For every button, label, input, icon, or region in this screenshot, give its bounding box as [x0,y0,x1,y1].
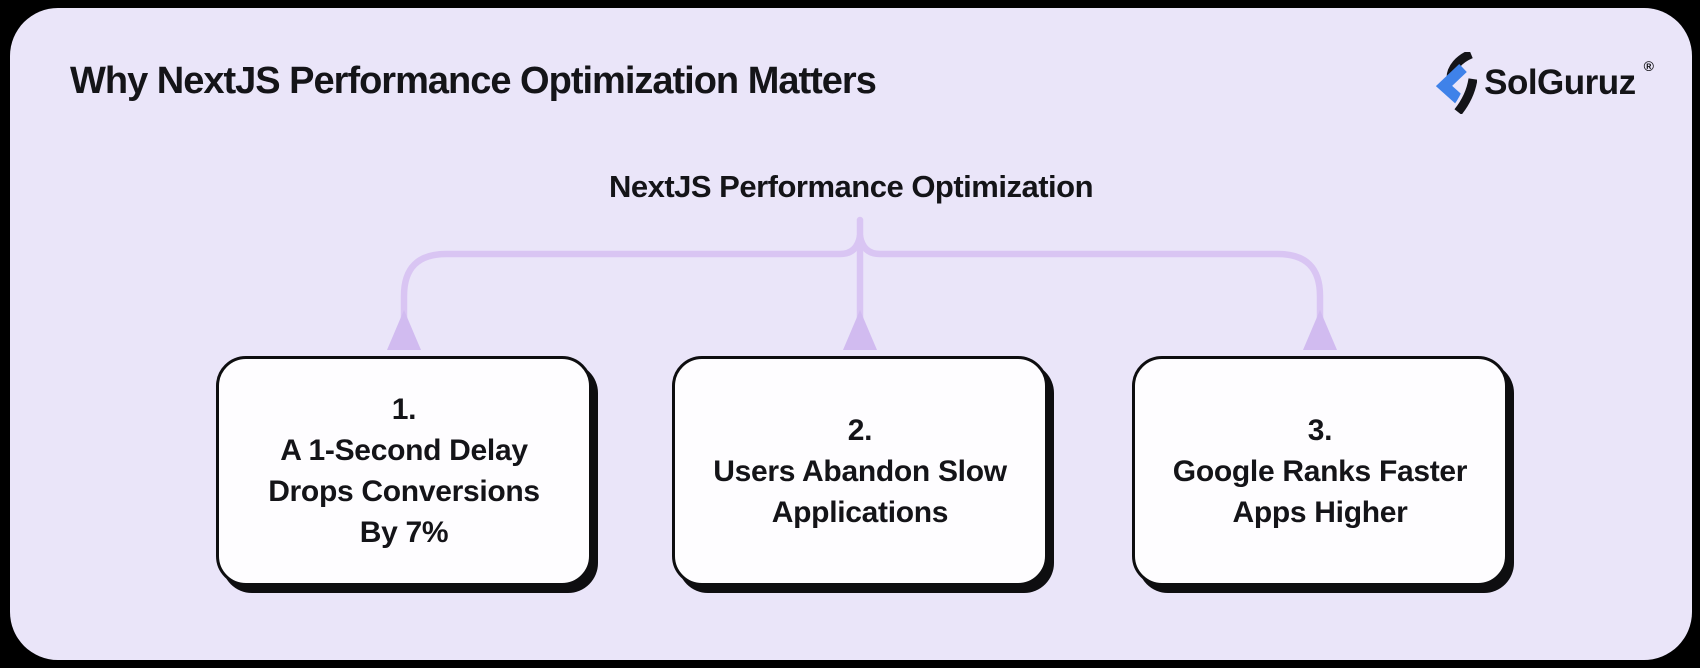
branch-left [400,232,864,328]
arrowhead-left [387,310,421,350]
card-number: 3. [1307,413,1333,447]
diagram-root-label: NextJS Performance Optimization [608,169,1094,204]
solguruz-logo: SolGuruz ® [1435,52,1654,114]
branch-lines [400,216,1324,328]
logo-text: SolGuruz [1484,63,1636,102]
solguruz-bolt-icon [1435,52,1478,114]
arrowhead-center [843,310,877,350]
registered-mark: ® [1643,58,1654,74]
arrowheads [387,310,1337,350]
branch-right [856,232,1324,328]
arrowhead-right [1303,310,1337,350]
page-title: Why NextJS Performance Optimization Matt… [70,60,877,102]
card-number: 1. [391,393,417,426]
infographic-panel: Why NextJS Performance Optimization Matt… [10,8,1692,660]
card-number: 2. [847,413,873,447]
